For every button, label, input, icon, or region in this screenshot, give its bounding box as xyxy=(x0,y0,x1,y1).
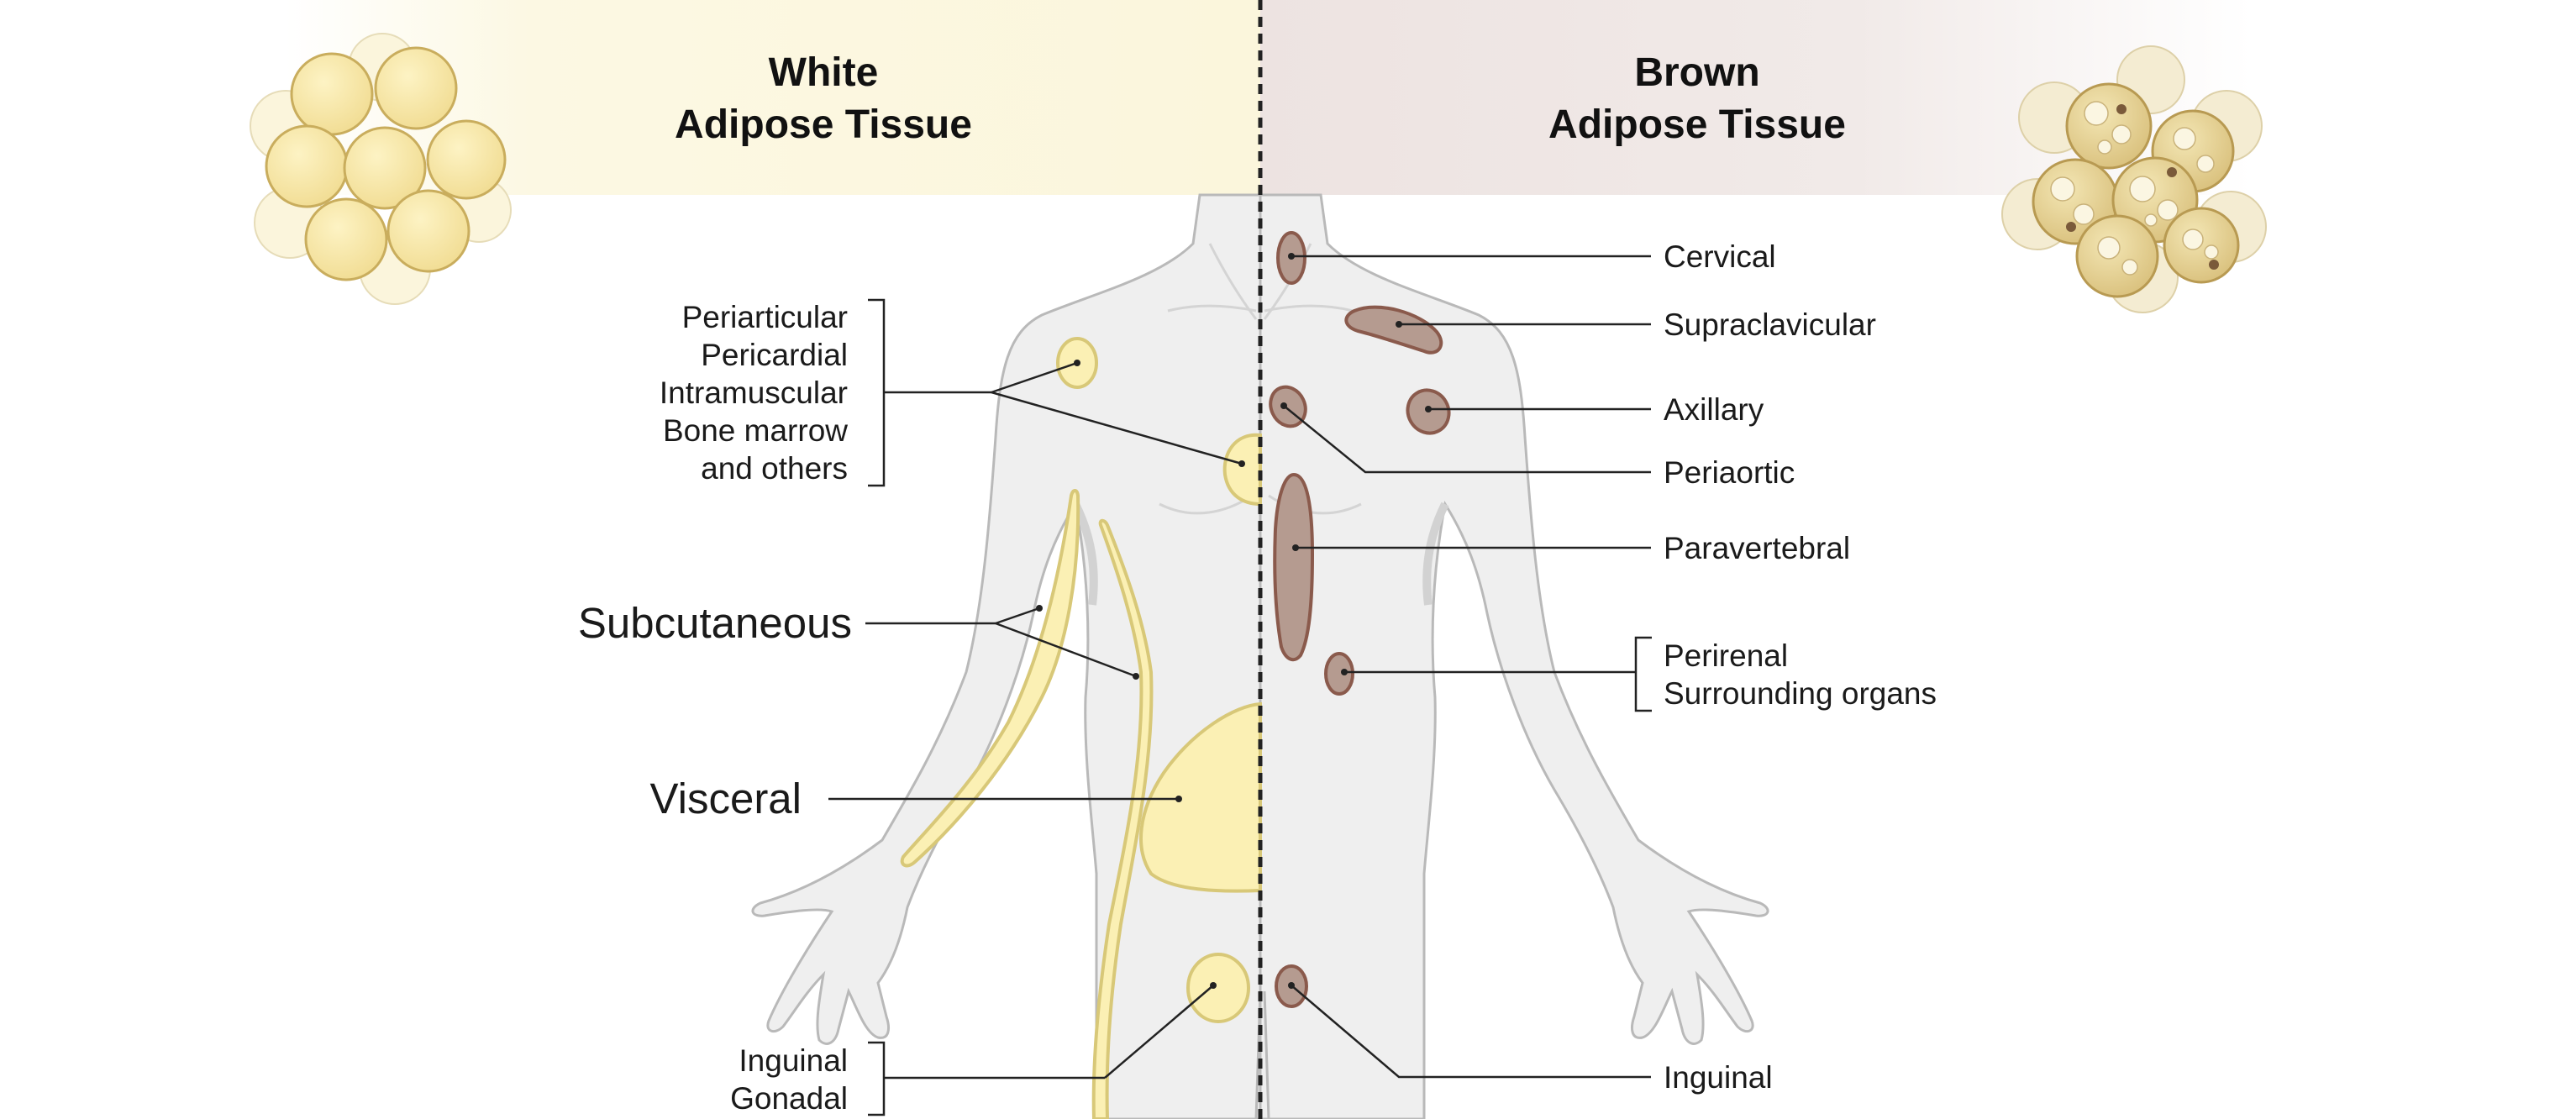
brown-leader-dots xyxy=(1280,253,1432,989)
white-tissue-title: White Adipose Tissue xyxy=(588,47,1059,151)
brown-leader-lines xyxy=(1283,255,1652,1079)
lower-white-label: Inguinal Gonadal xyxy=(730,1042,848,1117)
label-pericardial: Pericardial xyxy=(701,338,848,372)
brown-fat-depots xyxy=(1269,231,1451,1008)
label-gonadal: Gonadal xyxy=(730,1081,848,1116)
label-periarticular: Periarticular xyxy=(681,300,848,334)
white-leader-dots xyxy=(1036,360,1245,989)
label-axillary: Axillary xyxy=(1664,392,1764,427)
label-surrounding-organs: Surrounding organs xyxy=(1664,676,1937,711)
label-supraclavicular: Supraclavicular xyxy=(1664,307,1876,342)
label-inguinal-brown: Inguinal xyxy=(1664,1060,1773,1095)
label-intramuscular: Intramuscular xyxy=(659,376,848,410)
brown-adipocyte-cluster-icon xyxy=(2001,45,2267,313)
label-subcutaneous: Subcutaneous xyxy=(577,599,852,647)
label-perirenal: Perirenal xyxy=(1664,638,1789,673)
white-leader-lines xyxy=(828,298,1243,1116)
human-body-silhouette xyxy=(751,193,1769,1119)
other-depots-label: Periarticular Pericardial Intramuscular … xyxy=(660,298,848,487)
brown-title-line2: Adipose Tissue xyxy=(1548,102,1846,147)
label-cervical: Cervical xyxy=(1664,239,1776,274)
label-bone-marrow: Bone marrow xyxy=(662,413,848,448)
perirenal-group-label: Perirenal Surrounding organs xyxy=(1664,637,1937,712)
brown-tissue-title: Brown Adipose Tissue xyxy=(1462,47,1932,151)
brown-title-line1: Brown xyxy=(1634,50,1760,95)
label-inguinal-white: Inguinal xyxy=(739,1043,848,1078)
white-adipocyte-cluster-icon xyxy=(250,33,512,305)
label-visceral: Visceral xyxy=(649,775,802,822)
white-title-line1: White xyxy=(768,50,879,95)
white-fat-depots xyxy=(900,337,1262,1119)
label-periaortic: Periaortic xyxy=(1664,455,1795,490)
label-and-others: and others xyxy=(701,451,848,486)
label-paravertebral: Paravertebral xyxy=(1664,531,1851,565)
white-title-line2: Adipose Tissue xyxy=(675,102,972,147)
